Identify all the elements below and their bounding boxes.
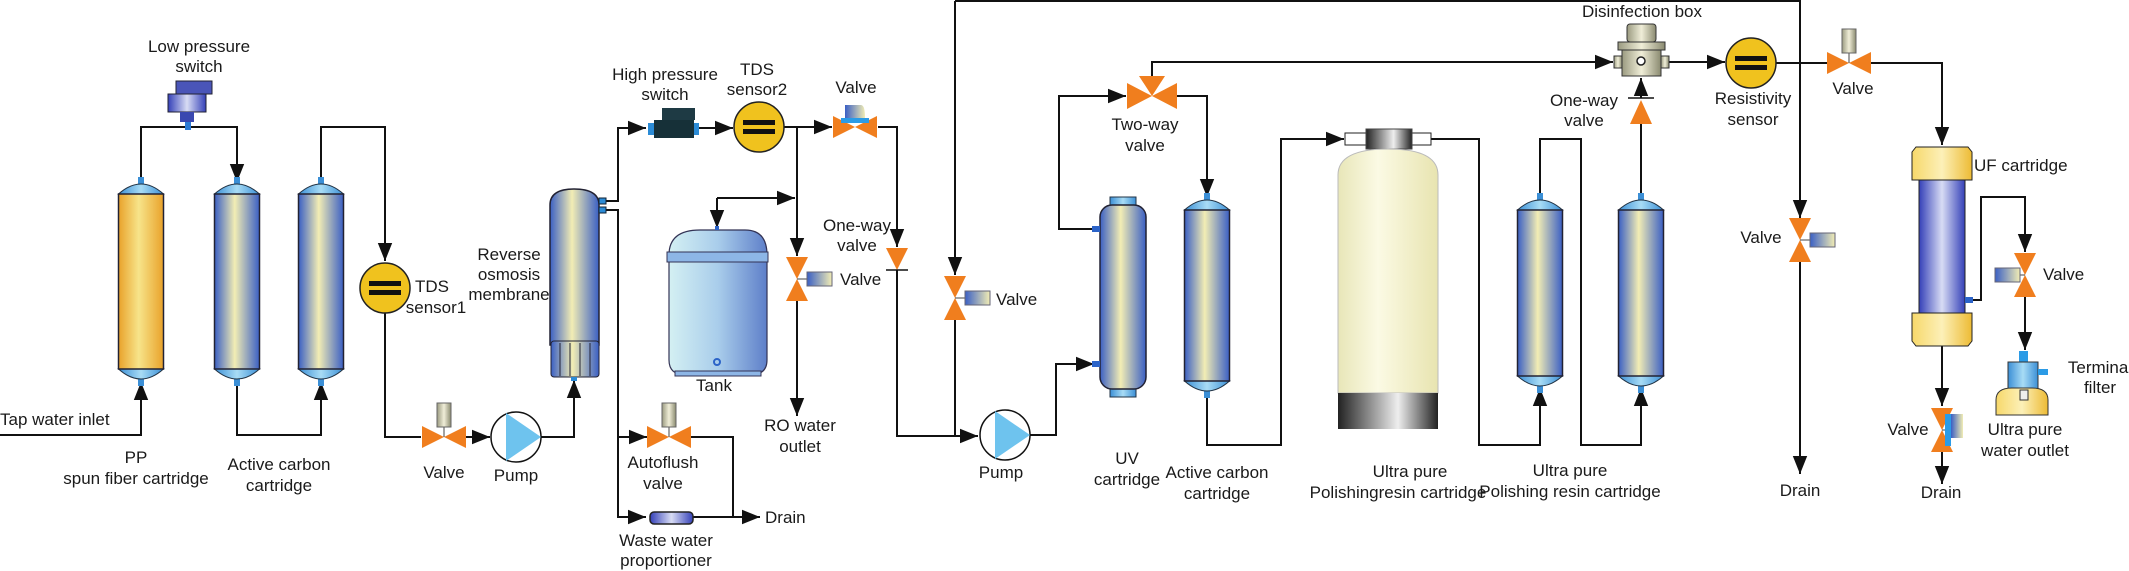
pump-2 (979, 409, 1031, 461)
label-valve-drain: Valve (1740, 228, 1781, 247)
tds-sensor2 (733, 101, 785, 153)
label-valve-uf-side: Valve (2043, 265, 2084, 284)
pipe (1151, 54, 1613, 80)
waste-water-proportioner (649, 511, 694, 525)
label-drain-2: Drain (1780, 481, 1821, 500)
terminal-filter (1995, 351, 2049, 416)
pipe (320, 126, 393, 261)
pump-1 (490, 411, 542, 463)
pipe (1871, 62, 1950, 145)
active-carbon-cartridge-2 (297, 177, 345, 386)
valve-after-resistivity (1827, 28, 1871, 74)
active-carbon-cartridge-3 (1183, 193, 1231, 398)
polishing-resin-cartridge-1 (1516, 193, 1564, 393)
valve-inlet (422, 402, 466, 448)
valve-ro-outlet (786, 257, 833, 301)
label-uf-cartridge: UF cartridge (1974, 156, 2068, 175)
one-way-valve-2 (1628, 97, 1654, 124)
ultra-pure-polishingresin-cartridge (1337, 128, 1439, 429)
pipe (541, 380, 582, 438)
autoflush-valve (647, 402, 691, 448)
label-tank: Tank (696, 376, 732, 395)
tds-sensor1 (359, 262, 411, 314)
label-drain-3: Drain (1921, 483, 1962, 502)
low-pressure-switch (167, 80, 213, 130)
pipe (140, 126, 245, 184)
pipe (691, 436, 734, 517)
pipes (0, 0, 2033, 525)
tank (666, 226, 769, 377)
label-pump-1: Pump (494, 466, 538, 485)
pipe (1965, 196, 2033, 301)
valve-uf-side (1994, 253, 2036, 297)
label-valve-ro-outlet: Valve (840, 270, 881, 289)
label-tap-water-inlet: Tap water inlet (0, 410, 110, 429)
pipe (955, 0, 1808, 218)
components (117, 23, 2049, 525)
pipe (0, 382, 149, 436)
uv-cartridge (1092, 196, 1147, 398)
pipe (605, 209, 646, 525)
pipe (236, 380, 329, 436)
pp-spun-fiber-cartridge (117, 177, 165, 386)
pipe (878, 126, 905, 247)
valve-drain (1789, 218, 1836, 262)
pipe (605, 120, 646, 202)
valve-bypass (944, 276, 991, 320)
pipe (384, 313, 421, 438)
label-valve-after-tds2: Valve (835, 78, 876, 97)
pipe (1206, 131, 1344, 446)
label-valve-inlet: Valve (423, 463, 464, 482)
reverse-osmosis-membrane (549, 188, 607, 381)
pipe (1058, 88, 1126, 230)
valve-after-tds2 (833, 105, 877, 138)
label-disinfection-box: Disinfection box (1582, 2, 1703, 21)
disinfection-box (1613, 23, 1670, 77)
pipe (1431, 138, 1548, 446)
label-drain-1: Drain (765, 508, 806, 527)
polishing-resin-cartridge-2 (1617, 193, 1665, 393)
pipe (1539, 138, 1649, 446)
high-pressure-switch (648, 108, 699, 138)
pipe (896, 270, 978, 444)
resistivity-sensor (1725, 37, 1777, 89)
active-carbon-cartridge-1 (213, 177, 261, 386)
one-way-valve-1 (886, 248, 908, 271)
label-pump-2: Pump (979, 463, 1023, 482)
label-valve-bypass: Valve (996, 290, 1037, 309)
two-way-valve (1127, 76, 1177, 109)
label-valve-after-resistivity: Valve (1832, 79, 1873, 98)
pipe (1030, 356, 1094, 436)
uf-cartridge (1911, 146, 1973, 347)
label-valve-uf-drain: Valve (1887, 420, 1928, 439)
valve-uf-drain (1931, 408, 1963, 452)
pipe (1177, 95, 1215, 197)
